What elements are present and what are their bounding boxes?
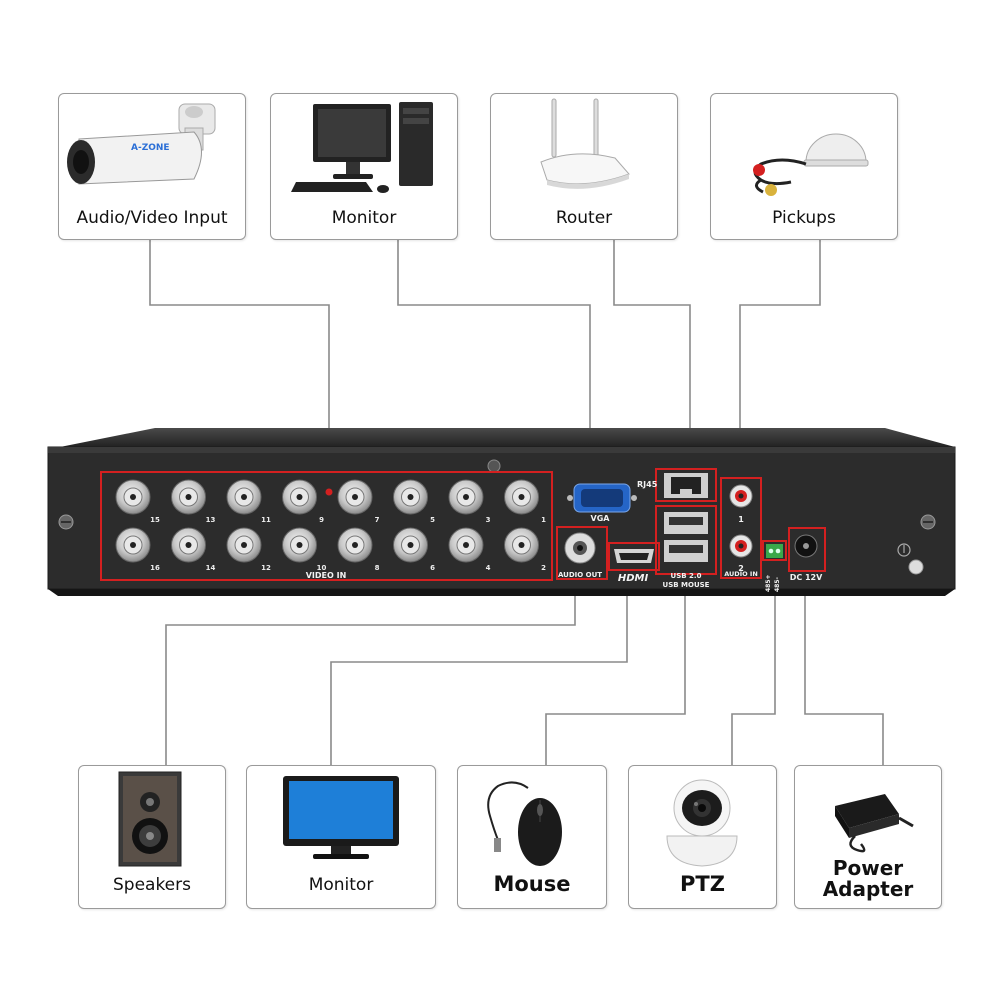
device-label-monitor-top: Monitor	[331, 208, 397, 228]
bnc-connector	[393, 479, 428, 515]
bnc-connector	[115, 479, 151, 515]
bnc-connector	[337, 527, 373, 563]
wire-pickups	[739, 238, 821, 490]
bnc-connector	[393, 527, 428, 563]
bnc-connector	[171, 479, 206, 515]
vga-port	[567, 483, 637, 513]
bnc-channel-label: 8	[375, 564, 380, 572]
bnc-channel-label: 11	[261, 516, 271, 524]
rs485-plus-label: 485+	[765, 574, 772, 592]
bnc-connector	[171, 527, 206, 563]
audio-in-2-label: 2	[738, 564, 744, 573]
device-card-desktop: Monitor	[270, 93, 458, 240]
device-label-monitor-bottom: Monitor	[308, 875, 374, 895]
bnc-channel-label: 1	[541, 516, 546, 524]
camera-icon: A-ZONE	[67, 103, 216, 185]
hdmi-label: HDMI	[618, 573, 649, 584]
device-label-camera: Audio/Video Input	[76, 208, 228, 228]
bnc-connector	[282, 479, 317, 515]
audio-in-1-label: 1	[738, 515, 744, 524]
speaker-icon	[118, 771, 182, 867]
wire-router	[613, 238, 691, 476]
vga-label: VGA	[591, 514, 611, 523]
wire-vga-monitor	[397, 238, 591, 490]
bnc-connector	[504, 527, 539, 563]
desktop-computer-icon	[291, 102, 433, 193]
bnc-channel-label: 3	[486, 516, 491, 524]
wire-camera	[149, 238, 330, 491]
audio-in-label: AUDIO IN	[724, 570, 758, 578]
usb-ports	[664, 512, 708, 562]
bnc-connector	[226, 479, 262, 515]
bnc-connector	[448, 527, 484, 563]
power-adapter-icon	[835, 794, 914, 853]
bnc-channel-label: 10	[317, 564, 327, 572]
bnc-channel-label: 13	[206, 516, 216, 524]
bnc-channel-label: 6	[430, 564, 435, 572]
device-card-monitor: Monitor	[246, 765, 436, 909]
wire-ptz	[731, 552, 776, 765]
device-card-ptz: PTZ	[628, 765, 777, 909]
usb-version-label: USB 2.0	[671, 572, 702, 580]
bnc-channel-label: 12	[261, 564, 271, 572]
bnc-connector	[504, 479, 539, 515]
bnc-channel-label: 5	[430, 516, 435, 524]
video-in-label: VIDEO IN	[306, 571, 347, 580]
device-card-speakers: Speakers	[78, 765, 226, 909]
device-label-router: Router	[555, 208, 613, 228]
microphone-pickup-icon	[753, 133, 869, 196]
bnc-channel-label: 7	[375, 516, 380, 524]
audio-out-jack	[564, 532, 596, 564]
wire-mouse	[545, 560, 686, 765]
rj45-port	[664, 473, 708, 498]
device-card-power-adapter: Power Adapter	[794, 765, 942, 909]
bnc-channel-label: 14	[206, 564, 216, 572]
router-icon	[540, 98, 630, 189]
hdmi-port	[614, 549, 654, 563]
bnc-connector	[448, 479, 484, 515]
device-label-ptz: PTZ	[680, 872, 725, 896]
device-label-speakers: Speakers	[112, 875, 191, 895]
rs485-minus-label: 485-	[774, 576, 781, 592]
device-label-power-adapter: Power Adapter	[822, 856, 914, 901]
svg-text:A-ZONE: A-ZONE	[131, 143, 170, 153]
device-label-mouse: Mouse	[493, 872, 571, 896]
audio-in-jacks	[729, 484, 753, 558]
wire-endpoint-dot	[325, 488, 333, 496]
device-card-camera: A-ZONE Audio/Video Input	[58, 93, 246, 240]
bnc-channel-label: 16	[150, 564, 160, 572]
bnc-channel-label: 4	[486, 564, 491, 572]
rs485-terminal	[766, 544, 783, 558]
device-card-pickups: Pickups	[710, 93, 898, 240]
bnc-channel-label: 15	[150, 516, 160, 524]
wire-hdmi-monitor	[330, 562, 628, 765]
bnc-connector	[115, 527, 151, 563]
ptz-camera-icon	[666, 779, 738, 867]
bnc-connector	[337, 479, 373, 515]
wire-power	[804, 550, 884, 765]
monitor-icon	[283, 776, 399, 859]
rj45-label: RJ45	[637, 480, 658, 489]
device-label-pickups: Pickups	[772, 208, 836, 228]
bnc-channel-label: 2	[541, 564, 546, 572]
usb-mouse-label: USB MOUSE	[663, 581, 710, 589]
bnc-channel-label: 9	[319, 516, 324, 524]
dc-label: DC 12V	[790, 573, 823, 582]
device-card-mouse: Mouse	[457, 765, 607, 909]
device-card-router: Router	[490, 93, 678, 240]
dc-power-jack	[794, 534, 818, 558]
audio-out-label: AUDIO OUT	[558, 571, 602, 579]
mouse-icon	[487, 781, 562, 866]
bnc-connector	[282, 527, 317, 563]
bnc-connector	[226, 527, 262, 563]
